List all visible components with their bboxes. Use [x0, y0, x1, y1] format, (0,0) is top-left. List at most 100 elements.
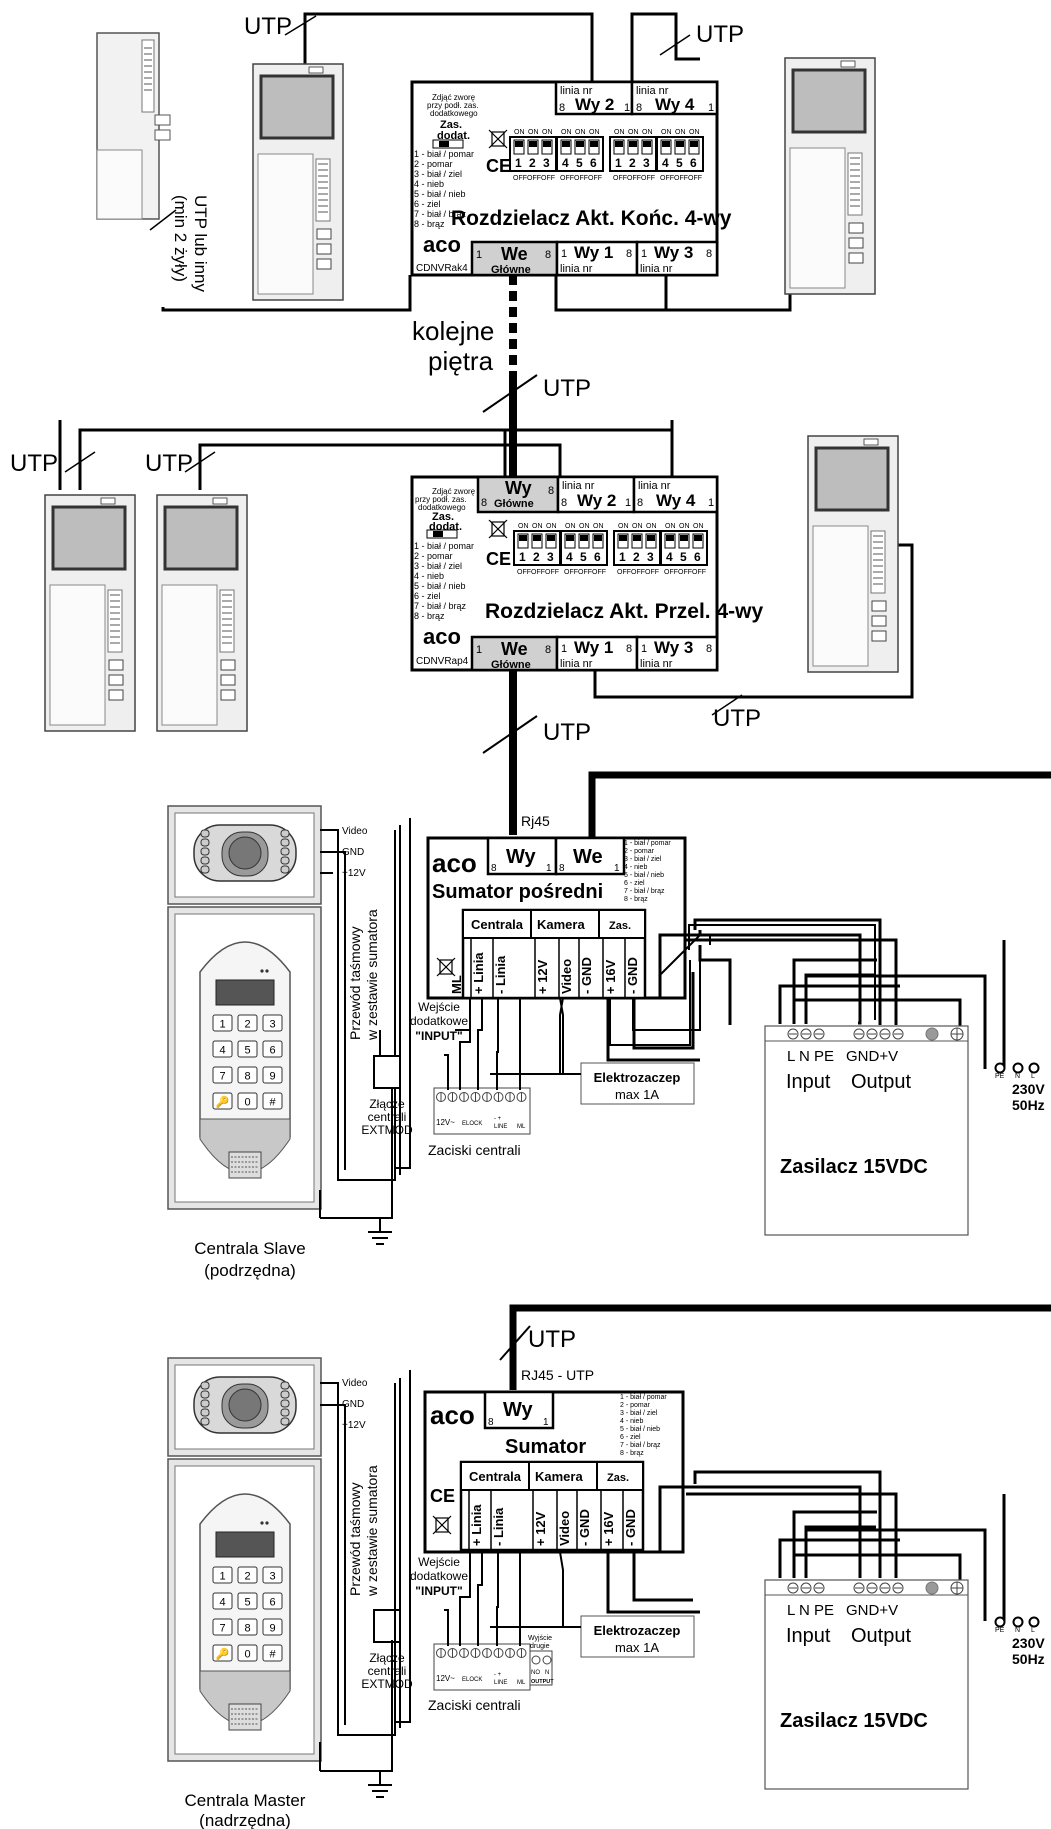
dip-switch-lever: [680, 535, 688, 541]
dip-off-label: OFF: [560, 175, 574, 182]
connector-pin-label: - Linia: [491, 1507, 506, 1546]
mid-wy4-linia: linia nr: [638, 480, 671, 492]
connector-pin-label: - GND: [625, 957, 640, 994]
dip-switch-lever: [615, 141, 623, 147]
wyj-line1: Wyjście: [528, 1635, 552, 1642]
keypad-key: [212, 1592, 233, 1610]
keypad-key-label: 8: [244, 1071, 250, 1083]
keypad-dot: [265, 1521, 269, 1525]
wire-color-item: 7 - biał / brąz: [624, 888, 665, 895]
dip-off-label: OFF: [527, 175, 541, 182]
keypad-key: [212, 1566, 233, 1584]
svg-text:8: 8: [545, 644, 551, 656]
wire-color-item: 3 - biał / ziel: [414, 561, 462, 571]
svg-text:8: 8: [561, 497, 567, 509]
dip-on-label: ON: [593, 523, 604, 530]
wire-color-item: 1 - biał / pomar: [624, 840, 671, 847]
keypad-key: [212, 1040, 233, 1058]
rj45-utp-label: RJ45 - UTP: [521, 1367, 594, 1383]
utp-label-4: UTP: [10, 450, 58, 477]
svg-text:8: 8: [637, 497, 643, 509]
ribbon-label-1: Przewód taśmowy w zestawie sumatora: [347, 909, 380, 1041]
dip-switch-lever: [519, 535, 527, 541]
mid-wy1-linia: linia nr: [560, 658, 593, 670]
terminal-elock: ELOCK: [462, 1677, 482, 1683]
output-no: NO: [531, 1670, 540, 1676]
camera-ir-led: [280, 1381, 290, 1390]
ground-icon-2: [320, 1770, 392, 1798]
elektrozaczep-1: Elektrozaczep max 1A: [580, 1062, 695, 1105]
psu-input: Input: [786, 1625, 831, 1647]
slave-caption-1: Centrala Slave: [194, 1239, 306, 1258]
keypad-key: [237, 1040, 258, 1058]
zlacze2-line1: Złącze: [369, 1651, 405, 1665]
keypad-key: [237, 1644, 258, 1662]
connector-pin-label: + 12V: [535, 959, 550, 994]
camera-lens-icon: [228, 836, 262, 870]
mains-230v: 230V: [1012, 1635, 1045, 1651]
weee-icon-mid: [488, 519, 508, 539]
utp-alt-line1: UTP lub inny: [191, 195, 210, 293]
dip-switch-lever: [580, 535, 588, 541]
terminal-line: LINE: [494, 1124, 507, 1130]
dip-number: 1: [515, 156, 522, 170]
keypad-key: [262, 1618, 283, 1636]
keypad-key-label: 9: [269, 1071, 275, 1083]
svg-text:1: 1: [624, 102, 630, 114]
output-label: OUTPUT: [531, 1679, 554, 1685]
dip-off-label: OFF: [641, 175, 655, 182]
input1-line1: Wejście: [418, 1000, 460, 1014]
output-block: Wyjście drugie NO N OUTPUT: [528, 1635, 554, 1686]
terminal-line: LINE: [494, 1680, 507, 1686]
dip-off-label: OFF: [692, 569, 706, 576]
dip-switch-lever: [590, 141, 598, 147]
mid-brand: aco: [423, 624, 461, 649]
dip-switch-lever: [576, 141, 584, 147]
header-zas-box: [596, 1461, 644, 1491]
utp-slash-mid-b: [184, 451, 216, 473]
elektro1-line1: Elektrozaczep: [594, 1070, 681, 1085]
svg-text:CE: CE: [486, 549, 511, 569]
dip-number: 6: [594, 550, 601, 564]
elektro1-line2: max 1A: [615, 1087, 659, 1102]
keypad-key-label: 0: [244, 1097, 250, 1109]
terminal-elock: ELOCK: [462, 1121, 482, 1127]
dip-switch-lever: [594, 535, 602, 541]
dip-switch-lever: [662, 141, 670, 147]
wire-color-item: 1 - biał / pomar: [414, 541, 474, 551]
mid-model: CDNVRap4: [416, 656, 469, 667]
keypad-key-label: 7: [219, 1623, 225, 1635]
dip-switch-lever: [562, 141, 570, 147]
dip-switch-lever: [529, 141, 537, 147]
dip-number: 5: [580, 550, 587, 564]
svg-text:1: 1: [561, 248, 567, 260]
svg-text:CE: CE: [486, 156, 511, 176]
utp-label-7: UTP: [713, 705, 761, 732]
camera-ir-led: [200, 838, 210, 847]
video-monitor-1: [251, 62, 345, 302]
keypad-key-label: 6: [269, 1045, 275, 1057]
dip-number: 3: [547, 550, 554, 564]
utp-slash-mid-c: [711, 694, 743, 716]
mains-pe: PE: [995, 1073, 1005, 1080]
dip-on-label: ON: [661, 129, 672, 136]
mid-wy2-linia: linia nr: [562, 480, 595, 492]
dip-number: 6: [590, 156, 597, 170]
dip-number: 2: [533, 550, 540, 564]
sum1-brand: aco: [432, 848, 477, 878]
mains-terminal: [1028, 1062, 1040, 1074]
utp-label-6: UTP: [543, 719, 591, 746]
svg-text:1: 1: [561, 643, 567, 655]
wire-color-item: 2 - pomar: [414, 551, 453, 561]
speaker-grille-icon: [228, 1703, 262, 1731]
top-zdjac-3: dodatkowego: [430, 109, 478, 118]
keypad-key: [212, 1092, 233, 1110]
mains-230v: 230V: [1012, 1081, 1045, 1097]
utp-label-2: UTP: [696, 21, 744, 48]
keypad-key-label: 1: [219, 1019, 225, 1031]
zlacze-label-1: Złącze centrali EXTMOD: [361, 1097, 413, 1137]
utp-alt-line2: (min 2 żyły): [171, 195, 190, 282]
svg-text:8: 8: [481, 497, 487, 509]
svg-text:1: 1: [641, 643, 647, 655]
